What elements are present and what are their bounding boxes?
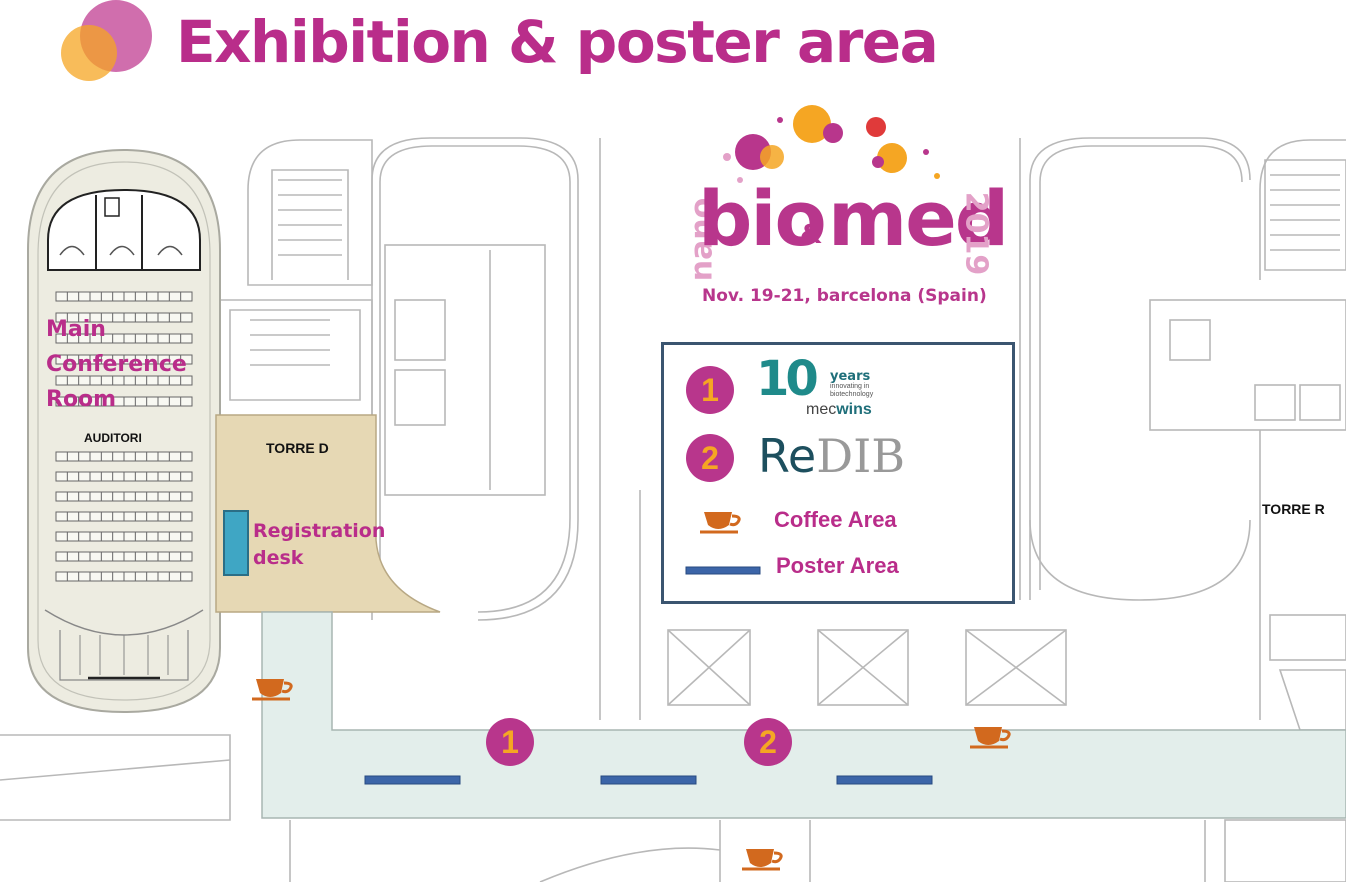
coffee-cup-icon: [252, 679, 293, 701]
mecwins-logo-name: mecwins: [806, 401, 872, 419]
mecwins-logo-tagline-1: innovating in: [830, 383, 870, 390]
torre-d-label: TORRE D: [266, 440, 329, 456]
coffee-cup-icon: [970, 727, 1011, 749]
mecwins-logo-name-a: mec: [806, 401, 837, 418]
logo-word-med: med: [828, 174, 1009, 263]
legend-coffee-label: Coffee Area: [774, 507, 897, 532]
torre-d-area: [215, 414, 441, 613]
main-corridor: [261, 611, 1346, 819]
mecwins-logo: 10 years innovating in biotechnology mec…: [756, 351, 906, 421]
coffee-cup-icon: [700, 512, 741, 534]
poster-bar: [600, 775, 697, 785]
redib-logo-dib: DIB: [816, 429, 906, 483]
page-title: Exhibition & poster area: [176, 8, 939, 76]
room-label-line: Room: [46, 387, 117, 412]
auditori-label: AUDITORI: [84, 431, 142, 445]
registration-label-line: desk: [253, 547, 304, 569]
map-legend: 1 10 years innovating in biotechnology m…: [661, 342, 1015, 604]
mecwins-logo-number: 10: [756, 351, 819, 407]
poster-bars: [364, 775, 933, 785]
redib-logo-re: Re: [758, 429, 817, 483]
poster-bar: [836, 775, 933, 785]
coffee-cup-icon: [742, 849, 783, 871]
legend-badge-2: 2: [686, 434, 734, 482]
logo-year: 2019: [958, 191, 994, 276]
legend-badge-1: 1: [686, 366, 734, 414]
main-conference-room-label: Main Conference Room: [46, 312, 187, 417]
registration-label-line: Registration: [253, 520, 386, 542]
poster-bar-icon: [685, 566, 761, 575]
title-circles-icon: [61, 0, 152, 81]
redib-logo: ReDIB: [758, 429, 905, 483]
map-marker-1: 1: [486, 718, 534, 766]
logo-dates: Nov. 19-21, barcelona (Spain): [702, 286, 987, 306]
torre-r-label: TORRE R: [1262, 501, 1325, 517]
auditorium: [27, 148, 221, 714]
registration-desk-label: Registration desk: [253, 518, 385, 572]
map-marker-2: 2: [744, 718, 792, 766]
logo-word-bio: bio: [698, 174, 827, 263]
event-logo-bubbles-icon: [723, 105, 940, 183]
registration-desk: [223, 510, 249, 576]
room-label-line: Conference: [46, 352, 187, 377]
logo-amp: &: [800, 220, 823, 250]
event-logo: nano bio & med 2019 Nov. 19-21, barcelon…: [668, 174, 1009, 310]
poster-bar: [364, 775, 461, 785]
legend-poster-label: Poster Area: [776, 553, 899, 578]
room-label-line: Main: [46, 317, 106, 342]
mecwins-logo-tagline-2: biotechnology: [830, 391, 874, 398]
mecwins-logo-name-b: wins: [836, 401, 872, 418]
mecwins-logo-years: years: [830, 369, 871, 384]
